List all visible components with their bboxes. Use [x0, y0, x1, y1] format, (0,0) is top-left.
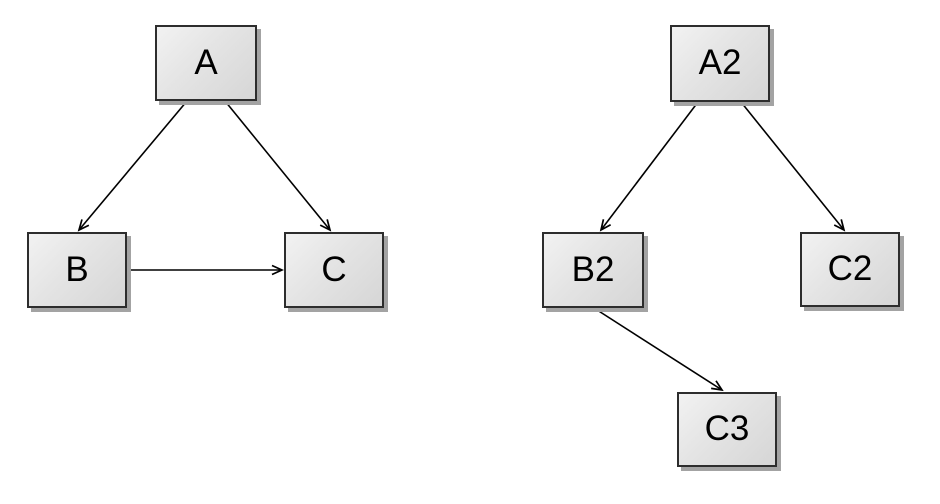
node-label: B2 [571, 249, 615, 289]
edge-A2-B2[interactable] [601, 101, 699, 230]
node-label: C3 [704, 409, 750, 448]
edge-B2-C3[interactable] [593, 307, 722, 390]
node-label: A2 [698, 43, 742, 82]
node-label: A [194, 42, 218, 82]
node-label: C [321, 249, 347, 289]
node-B2[interactable]: B2 [542, 232, 644, 308]
edge-A-C[interactable] [224, 100, 330, 230]
node-C[interactable]: C [284, 232, 384, 308]
node-B[interactable]: B [27, 232, 127, 308]
node-C3[interactable]: C3 [677, 392, 777, 467]
node-label: C2 [827, 249, 873, 288]
node-C2[interactable]: C2 [800, 232, 900, 307]
node-A[interactable]: A [155, 25, 257, 101]
edge-A-B[interactable] [79, 100, 188, 230]
node-A2[interactable]: A2 [670, 25, 770, 102]
node-label: B [65, 249, 89, 289]
edge-A2-C2[interactable] [740, 101, 844, 230]
